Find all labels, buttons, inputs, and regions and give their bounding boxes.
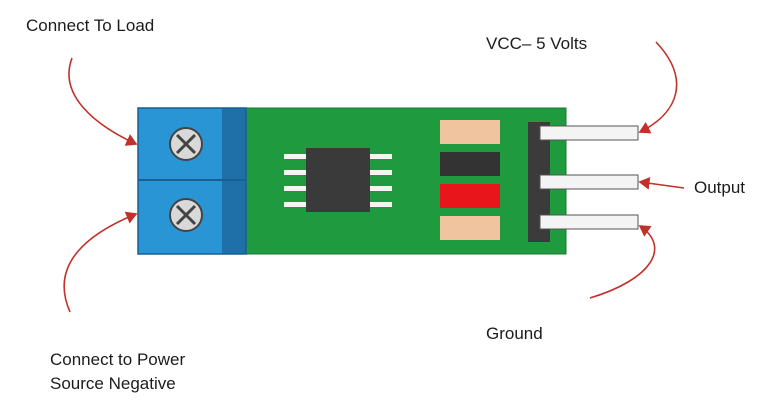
label-output: Output bbox=[694, 178, 746, 197]
arrow-to-output bbox=[638, 176, 685, 190]
smd-components bbox=[440, 120, 500, 240]
label-connect-to-power-source-negative: Connect to Power Source Negative bbox=[50, 348, 250, 396]
label-connect-to-load: Connect To Load bbox=[26, 16, 155, 35]
label-connect-to-power-line2: Source Negative bbox=[50, 374, 176, 393]
arrow-to-load bbox=[68, 57, 138, 146]
label-vcc: VCC– 5 Volts bbox=[486, 34, 588, 53]
label-connect-to-power-line1: Connect to Power bbox=[50, 350, 186, 369]
pcb-board bbox=[243, 107, 567, 255]
arrow-to-ground bbox=[589, 225, 656, 299]
arrow-to-vcc bbox=[638, 41, 678, 134]
arrow-to-negative bbox=[63, 211, 138, 313]
annotation-arrows bbox=[63, 41, 685, 313]
ic-chip bbox=[284, 148, 392, 212]
screw-icon bbox=[169, 127, 203, 161]
label-ground: Ground bbox=[486, 324, 543, 343]
screw-icon bbox=[169, 198, 203, 232]
pin-header bbox=[528, 122, 639, 242]
